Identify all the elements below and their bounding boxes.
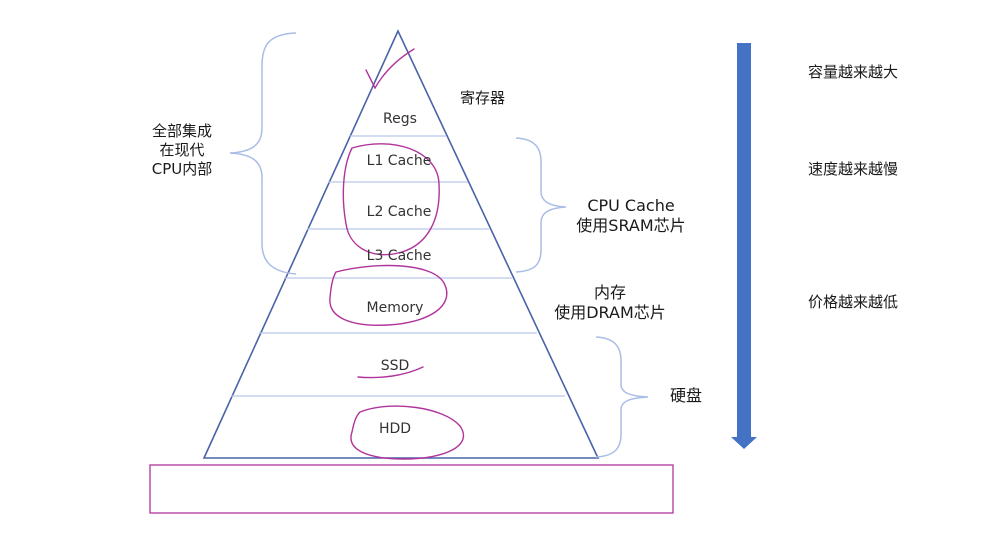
cpu-cache-label: CPU Cache 使用SRAM芯片 xyxy=(566,196,696,236)
cache-circle-annotation xyxy=(342,143,440,256)
layer-dividers xyxy=(231,135,565,397)
layer-label: L1 Cache xyxy=(366,153,432,169)
arrow-note: 价格越来越低 xyxy=(808,293,899,311)
layer-label: HDD xyxy=(378,421,412,437)
arrow-note: 容量越来越大 xyxy=(808,63,899,81)
cpu-internal-line: 全部集成 xyxy=(151,122,212,140)
memory-circle-annotation xyxy=(329,264,448,326)
hdd-circle-annotation xyxy=(350,405,465,460)
brace-cpu-cache xyxy=(515,137,567,273)
registers-label: 寄存器 xyxy=(460,89,506,107)
memory-label: 内存 使用DRAM芯片 xyxy=(540,283,680,323)
layer-label: L2 Cache xyxy=(366,204,432,220)
layer-label: L3 Cache xyxy=(366,248,432,264)
pyramid-outline xyxy=(202,29,600,459)
arrow-note: 速度越来越慢 xyxy=(808,160,899,178)
disk-label: 硬盘 xyxy=(670,386,703,405)
memory-label-line: 内存 xyxy=(593,283,626,302)
memory-label-line: 使用DRAM芯片 xyxy=(554,303,666,322)
layer-label: SSD xyxy=(380,358,410,374)
cpu-cache-line: CPU Cache xyxy=(587,196,675,215)
cpu-internal-line: 在现代 xyxy=(159,141,205,159)
cpu-cache-line: 使用SRAM芯片 xyxy=(576,216,686,235)
arrow-shaft xyxy=(737,43,751,439)
arrow-head xyxy=(731,437,757,449)
handwritten-annotations xyxy=(329,48,465,460)
base-rectangle xyxy=(149,464,674,514)
layer-label: Memory xyxy=(366,300,424,316)
layer-label: Regs xyxy=(383,111,417,127)
ssd-underline-annotation xyxy=(357,366,424,379)
cpu-internal-line: CPU内部 xyxy=(151,160,213,178)
checkmark-annotation xyxy=(365,48,415,90)
cpu-internal-label: 全部集成 在现代 CPU内部 xyxy=(140,122,224,179)
brace-cpu-internal xyxy=(229,32,297,275)
brace-disk xyxy=(595,336,649,458)
